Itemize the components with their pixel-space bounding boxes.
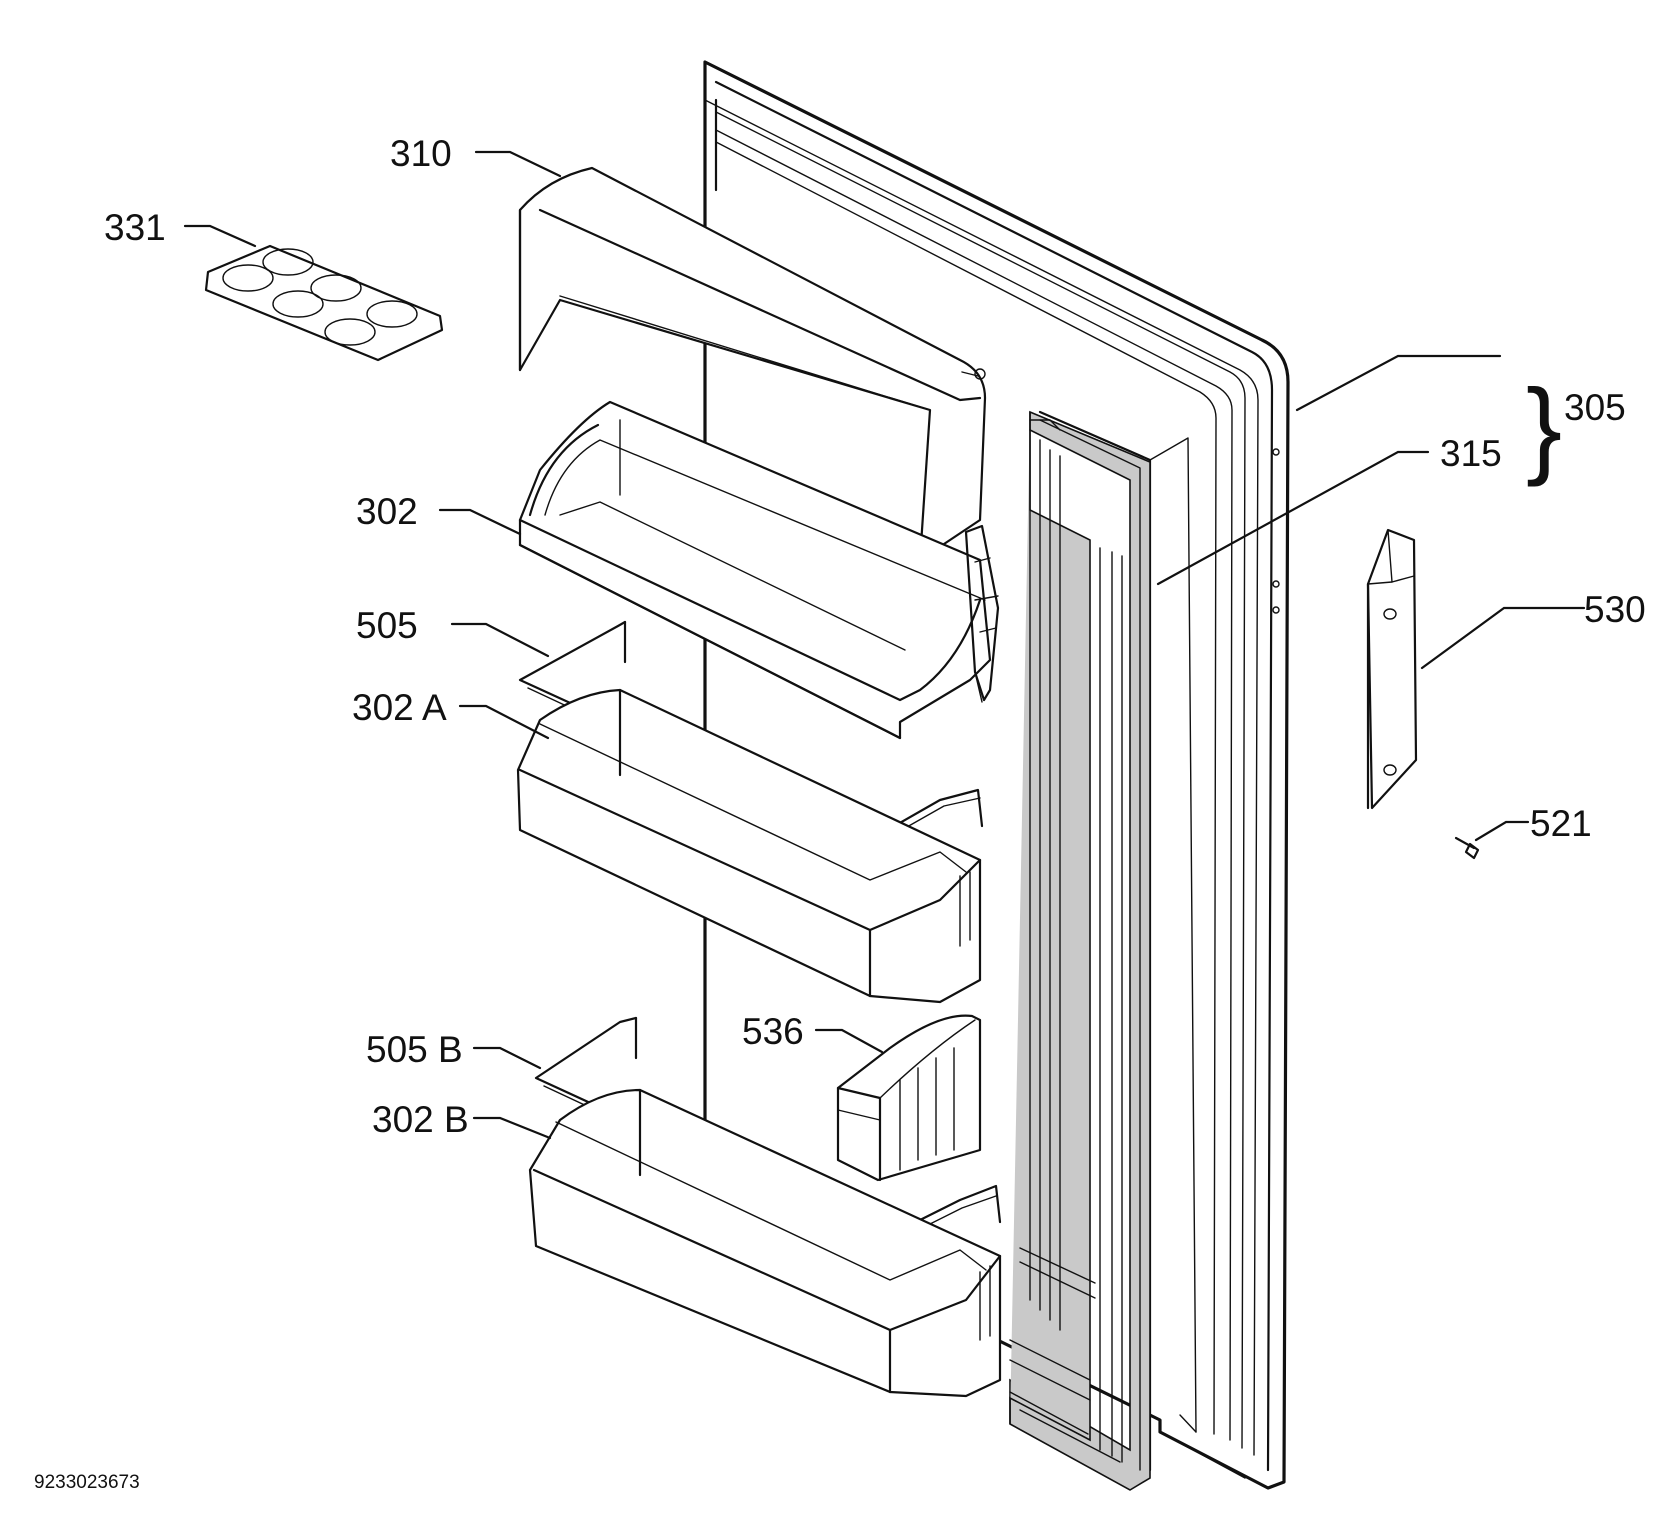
label-315: 315	[1440, 433, 1502, 474]
part-536-bin	[838, 1016, 980, 1180]
part-521-screw	[1456, 838, 1478, 858]
leader-310	[474, 150, 562, 178]
document-number: 9233023673	[34, 1472, 140, 1493]
label-536: 536	[742, 1011, 804, 1052]
label-521: 521	[1530, 803, 1592, 844]
part-310-lid	[520, 168, 985, 560]
leader-315	[1156, 450, 1430, 586]
leader-lines	[183, 150, 1586, 1140]
label-302a: 302 A	[352, 687, 447, 728]
label-305: 305	[1564, 387, 1626, 428]
leader-505	[450, 622, 550, 658]
leader-505b	[472, 1046, 542, 1070]
label-331: 331	[104, 207, 166, 248]
leader-302a	[458, 704, 550, 740]
label-505b: 505 B	[366, 1029, 463, 1070]
leader-305	[1295, 354, 1502, 412]
door-gasket	[1010, 412, 1150, 1490]
leader-530	[1420, 606, 1586, 670]
part-331-egg-tray	[206, 246, 442, 360]
part-302B-shelf	[530, 1090, 1000, 1396]
leader-302b	[472, 1116, 552, 1140]
leader-331	[183, 224, 257, 248]
part-530-hinge	[1368, 530, 1416, 808]
label-310: 310	[390, 133, 452, 174]
part-302A-shelf	[518, 690, 980, 1002]
callout-labels: 310 331 302 505 302 A 505 B 536 302 B 31…	[104, 133, 1646, 1140]
label-505: 505	[356, 605, 418, 646]
label-302: 302	[356, 491, 418, 532]
part-302-shelf	[520, 402, 998, 738]
leader-521	[1474, 820, 1530, 842]
bracket-305: }	[1526, 366, 1562, 487]
label-530: 530	[1584, 589, 1646, 630]
leader-536	[814, 1028, 884, 1054]
label-302b: 302 B	[372, 1099, 469, 1140]
leader-302	[438, 508, 522, 536]
